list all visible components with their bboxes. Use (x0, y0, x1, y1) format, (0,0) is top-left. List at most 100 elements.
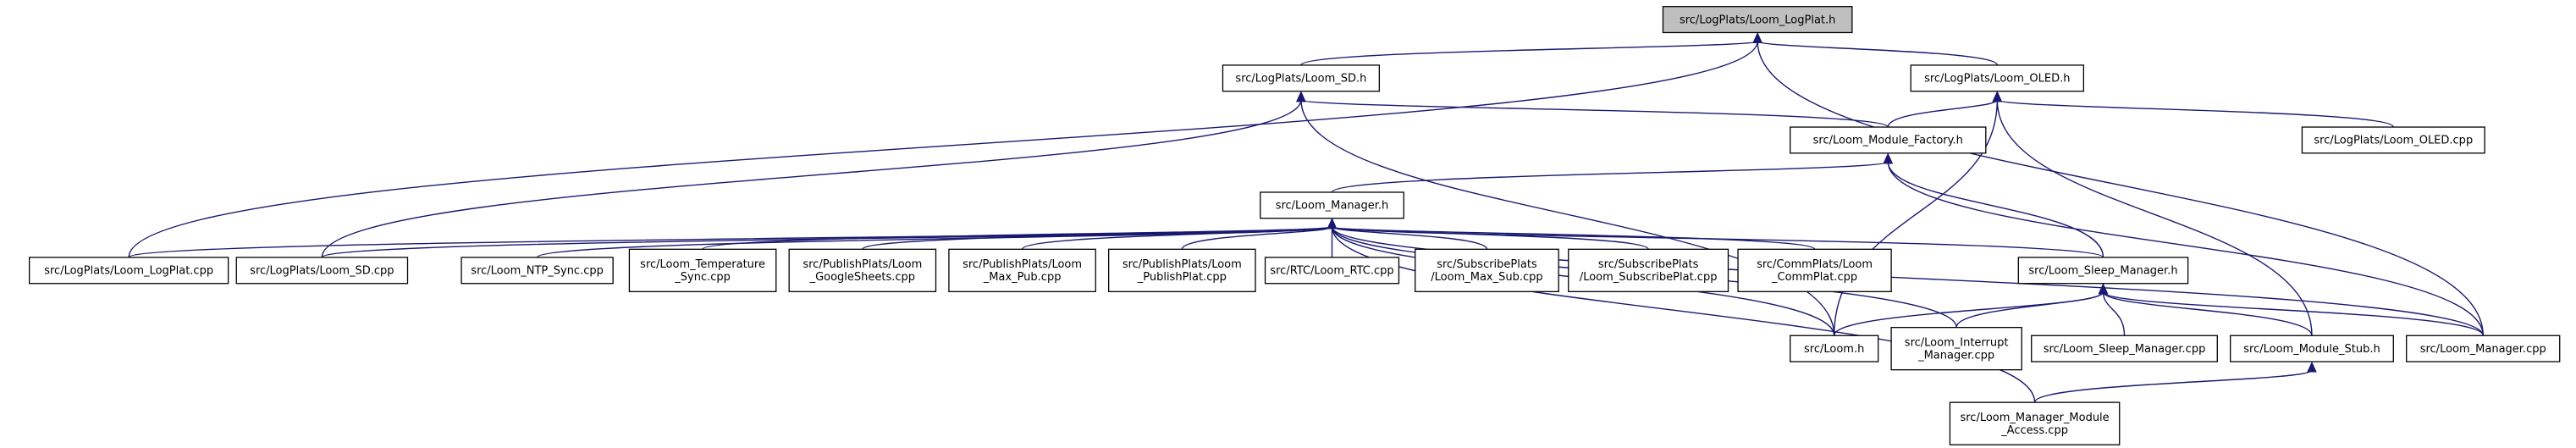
node-label: src/Loom_Manager.h (1276, 200, 1389, 213)
node-box (461, 257, 614, 285)
node-logplat_h[interactable]: src/LogPlats/Loom_LogPlat.h (1662, 6, 1853, 34)
node-label: src/PublishPlats/Loom (963, 258, 1082, 271)
node-label: src/Loom_Temperature (640, 258, 765, 271)
edge-line (2102, 291, 2484, 336)
edge-line (2102, 291, 2313, 336)
node-label: src/LogPlats/Loom_OLED.cpp (2314, 135, 2473, 147)
node-sleep_h[interactable]: src/Loom_Sleep_Manager.h (2017, 257, 2189, 285)
node-gsheets_cpp[interactable]: src/PublishPlats/Loom_GoogleSheets.cpp (788, 248, 937, 292)
node-label: src/Loom_Sleep_Manager.cpp (2044, 343, 2206, 356)
node-maxsub_cpp[interactable]: src/SubscribePlats/Loom_Max_Sub.cpp (1415, 248, 1559, 292)
node-label: src/LogPlats/Loom_LogPlat.h (1680, 14, 1835, 26)
edge-manager_cpp-includes-sleep_h (2098, 283, 2484, 336)
node-box (1222, 64, 1381, 92)
node-box (1949, 401, 2121, 445)
node-label: src/Loom_Module_Factory.h (1813, 135, 1963, 147)
edge-line (128, 41, 1758, 257)
node-temp_cpp[interactable]: src/Loom_Temperature_Sync.cpp (628, 248, 777, 292)
arrowhead (1752, 32, 1762, 43)
edge-line (1887, 161, 2104, 257)
arrowhead (2307, 361, 2317, 373)
node-box (2017, 257, 2189, 285)
edge-line (1331, 226, 2104, 258)
edge-manager_h-includes-factory_h (1331, 152, 1894, 193)
node-label: src/CommPlats/Loom (1757, 258, 1873, 271)
node-access_cpp[interactable]: src/Loom_Manager_Module_Access.cpp (1949, 401, 2121, 445)
arrowhead (1327, 218, 1338, 230)
node-oled_h[interactable]: src/LogPlats/Loom_OLED.h (1910, 64, 2085, 92)
edge-logplat_cpp-includes-logplat_h (128, 32, 1762, 257)
arrowhead (1992, 91, 2003, 102)
node-label: src/LogPlats/Loom_OLED.h (1924, 73, 2070, 86)
node-label: _Max_Pub.cpp (983, 271, 1062, 284)
node-commplat_cpp[interactable]: src/CommPlats/Loom_CommPlat.cpp (1737, 248, 1892, 292)
node-stub_h[interactable]: src/Loom_Module_Stub.h (2230, 335, 2394, 362)
node-box (1264, 257, 1400, 285)
node-box (29, 257, 229, 285)
node-box (2406, 335, 2561, 362)
node-label: _GoogleSheets.cpp (809, 271, 915, 284)
node-oled_cpp[interactable]: src/LogPlats/Loom_OLED.cpp (2301, 126, 2485, 154)
node-box (788, 248, 937, 292)
node-factory_h[interactable]: src/Loom_Module_Factory.h (1790, 126, 1987, 154)
node-box (1107, 248, 1256, 292)
node-box (1260, 191, 1404, 219)
edge-manager_cpp-includes-factory_h (1883, 152, 2484, 336)
edge-line (1021, 226, 1333, 250)
edge-oled_cpp-includes-oled_h (1992, 91, 2394, 128)
node-label: src/Loom_Module_Stub.h (2243, 343, 2380, 356)
edge-line (1331, 226, 1488, 250)
node-box (235, 257, 409, 285)
node-sd_h[interactable]: src/LogPlats/Loom_SD.h (1222, 64, 1381, 92)
node-box (1568, 248, 1729, 292)
arrowhead (1296, 91, 1306, 102)
edge-line (1996, 99, 2394, 128)
node-box (2031, 335, 2218, 362)
node-label: src/Loom_Interrupt (1905, 336, 2009, 349)
node-box (2301, 126, 2485, 154)
node-manager_h[interactable]: src/Loom_Manager.h (1260, 191, 1404, 219)
node-label: src/LogPlats/Loom_SD.cpp (250, 265, 394, 278)
node-label: src/Loom_Sleep_Manager.h (2028, 265, 2177, 278)
edge-factory_h-includes-oled_h (1887, 91, 2003, 128)
edge-line (1996, 99, 2313, 336)
edge-manager_cpp-includes-logplat_h (1752, 32, 2484, 336)
arrowhead (2098, 283, 2109, 295)
node-publishplat_cpp[interactable]: src/PublishPlats/Loom_PublishPlat.cpp (1107, 248, 1256, 292)
node-box (628, 248, 777, 292)
node-logplat_cpp[interactable]: src/LogPlats/Loom_LogPlat.cpp (29, 257, 229, 285)
node-box (1737, 248, 1892, 292)
node-label: src/Loom_Manager_Module (1960, 412, 2109, 424)
node-manager_cpp[interactable]: src/Loom_Manager.cpp (2406, 335, 2561, 362)
node-maxpub_cpp[interactable]: src/PublishPlats/Loom_Max_Pub.cpp (948, 248, 1096, 292)
edge-line (1181, 226, 1333, 250)
node-loom_h[interactable]: src/Loom.h (1790, 335, 1879, 362)
node-box (1910, 64, 2085, 92)
node-label: _Access.cpp (2000, 424, 2068, 437)
node-label: /Loom_SubscribePlat.cpp (1580, 271, 1718, 284)
node-subscribeplat_cpp[interactable]: src/SubscribePlats/Loom_SubscribePlat.cp… (1568, 248, 1729, 292)
edge-stub_h-includes-oled_h (1992, 91, 2313, 336)
node-sleep_cpp[interactable]: src/Loom_Sleep_Manager.cpp (2031, 335, 2218, 362)
node-label: _Sync.cpp (674, 271, 731, 284)
node-label: _CommPlat.cpp (1771, 271, 1857, 284)
edge-line (1955, 291, 2104, 328)
edge-line (1300, 99, 1889, 128)
edge-line (2033, 369, 2313, 403)
nodes-layer: src/LogPlats/Loom_LogPlat.h src/LogPlats/… (29, 6, 2561, 445)
node-label: src/Loom.h (1804, 343, 1864, 356)
edge-factory_h-includes-sd_h (1296, 91, 1889, 128)
edge-line (321, 99, 1302, 257)
node-interrupt_cpp[interactable]: src/Loom_Interrupt_Manager.cpp (1890, 327, 2022, 371)
node-box (2230, 335, 2394, 362)
node-rtc_cpp[interactable]: src/RTC/Loom_RTC.cpp (1264, 257, 1400, 285)
node-sd_cpp[interactable]: src/LogPlats/Loom_SD.cpp (235, 257, 409, 285)
edge-line (1757, 40, 1998, 66)
node-ntp_cpp[interactable]: src/Loom_NTP_Sync.cpp (461, 257, 614, 285)
node-box (948, 248, 1096, 292)
node-label: src/PublishPlats/Loom (1123, 258, 1242, 271)
node-box (1790, 335, 1879, 362)
edge-line (1887, 161, 2484, 336)
edge-line (1331, 161, 1889, 193)
